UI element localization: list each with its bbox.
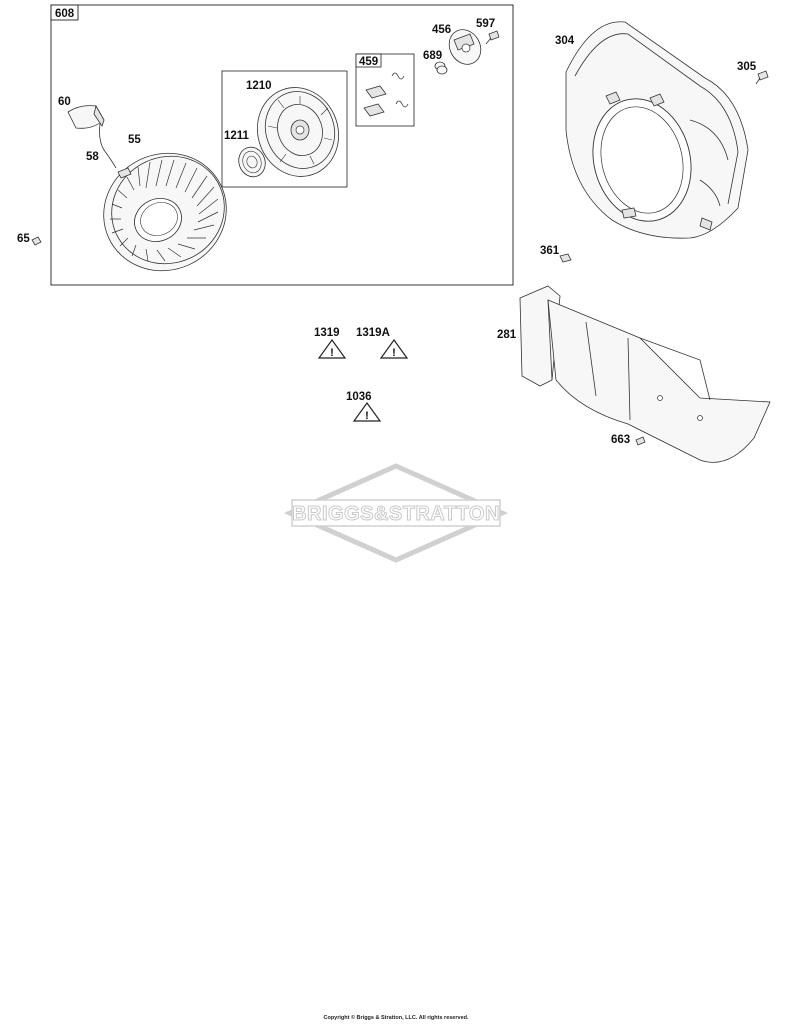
brand-watermark: BRIGGS&STRATTON — [283, 463, 509, 563]
kit-459-frame — [355, 53, 415, 127]
callout-304: 304 — [555, 35, 575, 47]
callout-55: 55 — [128, 134, 141, 146]
starter-housing-55 — [103, 152, 227, 272]
callout-1210: 1210 — [246, 80, 272, 92]
kit-608-group: 608 — [50, 4, 514, 286]
warning-triangle-1319: ! — [317, 338, 347, 359]
screw-65 — [31, 236, 42, 246]
copyright-footer: Copyright © Briggs & Stratton, LLC. All … — [323, 1015, 469, 1021]
kit-459-label-box — [355, 53, 382, 68]
kit-608-label-box — [50, 4, 79, 21]
callout-1319a: 1319A — [356, 327, 390, 339]
callout-1319: 1319 — [314, 327, 340, 339]
screw-305 — [755, 70, 769, 85]
callout-281: 281 — [497, 329, 517, 341]
screw-663 — [635, 436, 646, 446]
warning-triangle-1036: ! — [352, 401, 382, 422]
spring-1211 — [238, 146, 266, 178]
callout-1211: 1211 — [224, 130, 250, 142]
spring-689 — [434, 61, 448, 75]
retainer-456 — [448, 29, 482, 65]
callout-305: 305 — [737, 61, 757, 73]
kit-608-frame — [50, 4, 514, 286]
callout-663: 663 — [611, 434, 630, 446]
callout-58: 58 — [86, 151, 99, 163]
watermark-text: BRIGGS&STRATTON — [292, 503, 500, 525]
starter-handle-60 — [67, 104, 117, 169]
pulley-1210 — [256, 87, 340, 177]
svg-text:!: ! — [365, 410, 369, 422]
screw-597 — [485, 30, 500, 45]
svg-text:!: ! — [330, 347, 334, 359]
shield-281 — [519, 285, 771, 463]
callout-689: 689 — [423, 50, 442, 62]
kit-459-label: 459 — [359, 56, 378, 68]
pulley-sub-frame — [221, 70, 348, 188]
warning-triangle-1319a: ! — [379, 338, 409, 359]
kit-459-group: 459 — [355, 53, 415, 127]
callout-597: 597 — [476, 18, 495, 30]
callout-65: 65 — [17, 233, 30, 245]
svg-text:!: ! — [392, 347, 396, 359]
callout-456: 456 — [432, 24, 451, 36]
callout-60: 60 — [58, 96, 71, 108]
callout-1036: 1036 — [346, 391, 372, 403]
nut-361 — [559, 253, 572, 263]
callout-361: 361 — [540, 245, 560, 257]
blower-housing-304 — [565, 21, 749, 239]
kit-608-label: 608 — [55, 8, 75, 20]
